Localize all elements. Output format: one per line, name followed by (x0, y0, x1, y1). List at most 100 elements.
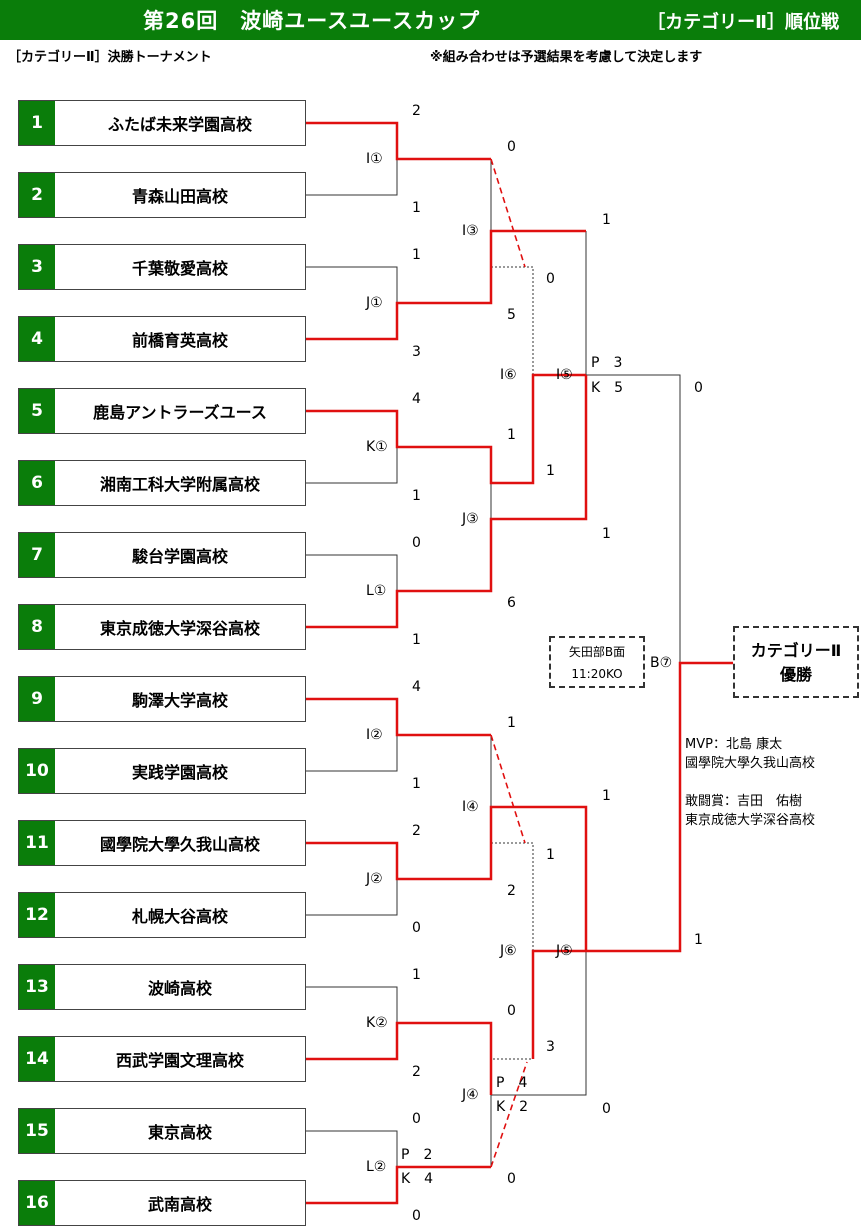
line-t3 (306, 266, 398, 303)
team-seed: 12 (19, 893, 55, 937)
score-label: 4 (412, 391, 421, 407)
team-seed: 11 (19, 821, 55, 865)
champion-category: カテゴリーⅡ (750, 641, 842, 660)
penalty-score: K 4 (401, 1171, 434, 1187)
score-label: 1 (507, 715, 516, 731)
awards: MVP：北島 康太 國學院大學久我山高校 敢闘賞：吉田 佑樹 東京成徳大学深谷高… (685, 735, 815, 830)
score-label: 1 (694, 932, 703, 948)
winner-line-t8 (306, 375, 588, 629)
team-row: 16 武南高校 (18, 1180, 306, 1226)
score-label: 5 (507, 307, 516, 323)
match-label: L① (366, 583, 387, 599)
match-label: L② (366, 1159, 387, 1175)
penalty-score: P 3 (591, 355, 623, 371)
score-label: 0 (412, 920, 421, 936)
penalty-score: K 5 (591, 380, 624, 396)
score-label: 3 (546, 1039, 555, 1055)
team-name: 札幌大谷高校 (131, 907, 228, 926)
dashed-j6-bottom (490, 1061, 528, 1168)
line-j5-bottom (491, 951, 587, 1096)
team-seed: 1 (19, 101, 55, 145)
team-seed: 15 (19, 1109, 55, 1153)
dashed-j6-top (490, 734, 526, 844)
match-label: I⑥ (500, 367, 517, 383)
team-name: 駒澤大学高校 (131, 691, 228, 710)
team-seed: 2 (19, 173, 55, 217)
team-row: 1 ふたば未来学園高校 (18, 100, 306, 146)
winner-line-t14 (306, 1021, 493, 1095)
page-title: 第26回 波崎ユースユースカップ (143, 9, 481, 33)
match-label: J⑤ (556, 943, 573, 959)
line-t10 (306, 735, 398, 772)
match-label: J⑥ (500, 943, 517, 959)
kickoff-time: 11:20KO (571, 667, 623, 681)
score-label: 0 (602, 1101, 611, 1117)
score-label: 4 (412, 679, 421, 695)
winner-line-t4 (306, 229, 586, 341)
subtitle-left: ［カテゴリーⅡ］決勝トーナメント (8, 50, 212, 65)
team-name: 千葉敬愛高校 (131, 259, 228, 278)
match-label: I④ (462, 799, 479, 815)
score-label: 0 (507, 1171, 516, 1187)
line-t6 (306, 447, 398, 484)
score-label: 1 (412, 488, 421, 504)
match-label: K① (366, 439, 388, 455)
match-label: I③ (462, 223, 479, 239)
subtitle-note: ※組み合わせは予選結果を考慮して決定します (430, 50, 703, 65)
score-label: 0 (507, 139, 516, 155)
match-label: I⑤ (556, 367, 573, 383)
team-name: ふたば未来学園高校 (107, 115, 252, 134)
team-name: 鹿島アントラーズユース (93, 403, 267, 422)
score-label: 0 (412, 1111, 421, 1127)
match-label: B⑦ (650, 655, 673, 671)
winner-line-t1 (306, 121, 491, 161)
category-label: ［カテゴリーⅡ］順位戦 (647, 12, 839, 33)
champion-label: 優勝 (779, 665, 812, 684)
team-name: 武南高校 (147, 1195, 212, 1214)
line-t7 (306, 554, 398, 591)
score-label: 2 (412, 103, 421, 119)
team-seed: 6 (19, 461, 55, 505)
team-seed: 4 (19, 317, 55, 361)
venue-name: 矢田部B面 (568, 645, 626, 659)
score-label: 1 (412, 967, 421, 983)
team-row: 4 前橋育英高校 (18, 316, 306, 362)
penalty-score: P 2 (401, 1147, 433, 1163)
score-label: 2 (507, 883, 516, 899)
score-label: 2 (412, 823, 421, 839)
mvp-school: 國學院大學久我山高校 (685, 756, 816, 771)
team-name: 青森山田高校 (131, 187, 228, 206)
champion-box: カテゴリーⅡ 優勝 (733, 626, 859, 698)
score-label: 1 (412, 200, 421, 216)
team-name: 湘南工科大学附属高校 (99, 475, 260, 494)
team-seed: 16 (19, 1181, 55, 1225)
score-label: 1 (602, 526, 611, 542)
header-bar: 第26回 波崎ユースユースカップ ［カテゴリーⅡ］順位戦 (0, 0, 861, 40)
team-name: 駿台学園高校 (131, 547, 228, 566)
mvp-label: MVP：北島 康太 (685, 737, 783, 752)
match-label: K② (366, 1015, 388, 1031)
fighting-spirit-label: 敢闘賞：吉田 佑樹 (685, 794, 803, 809)
team-name: 前橋育英高校 (131, 331, 228, 350)
team-row: 11 國學院大學久我山高校 (18, 820, 306, 866)
line-t12 (306, 879, 398, 916)
team-name: 國學院大學久我山高校 (99, 835, 260, 854)
score-label: 0 (694, 380, 703, 396)
team-row: 6 湘南工科大学附属高校 (18, 460, 306, 506)
score-label: 1 (507, 427, 516, 443)
score-label: 1 (412, 776, 421, 792)
score-label: 0 (546, 271, 555, 287)
score-label: 0 (412, 1208, 421, 1224)
team-name: 東京成徳大学深谷高校 (99, 619, 260, 638)
team-name: 西武学園文理高校 (115, 1051, 244, 1070)
fighting-spirit-school: 東京成徳大学深谷高校 (685, 813, 816, 828)
